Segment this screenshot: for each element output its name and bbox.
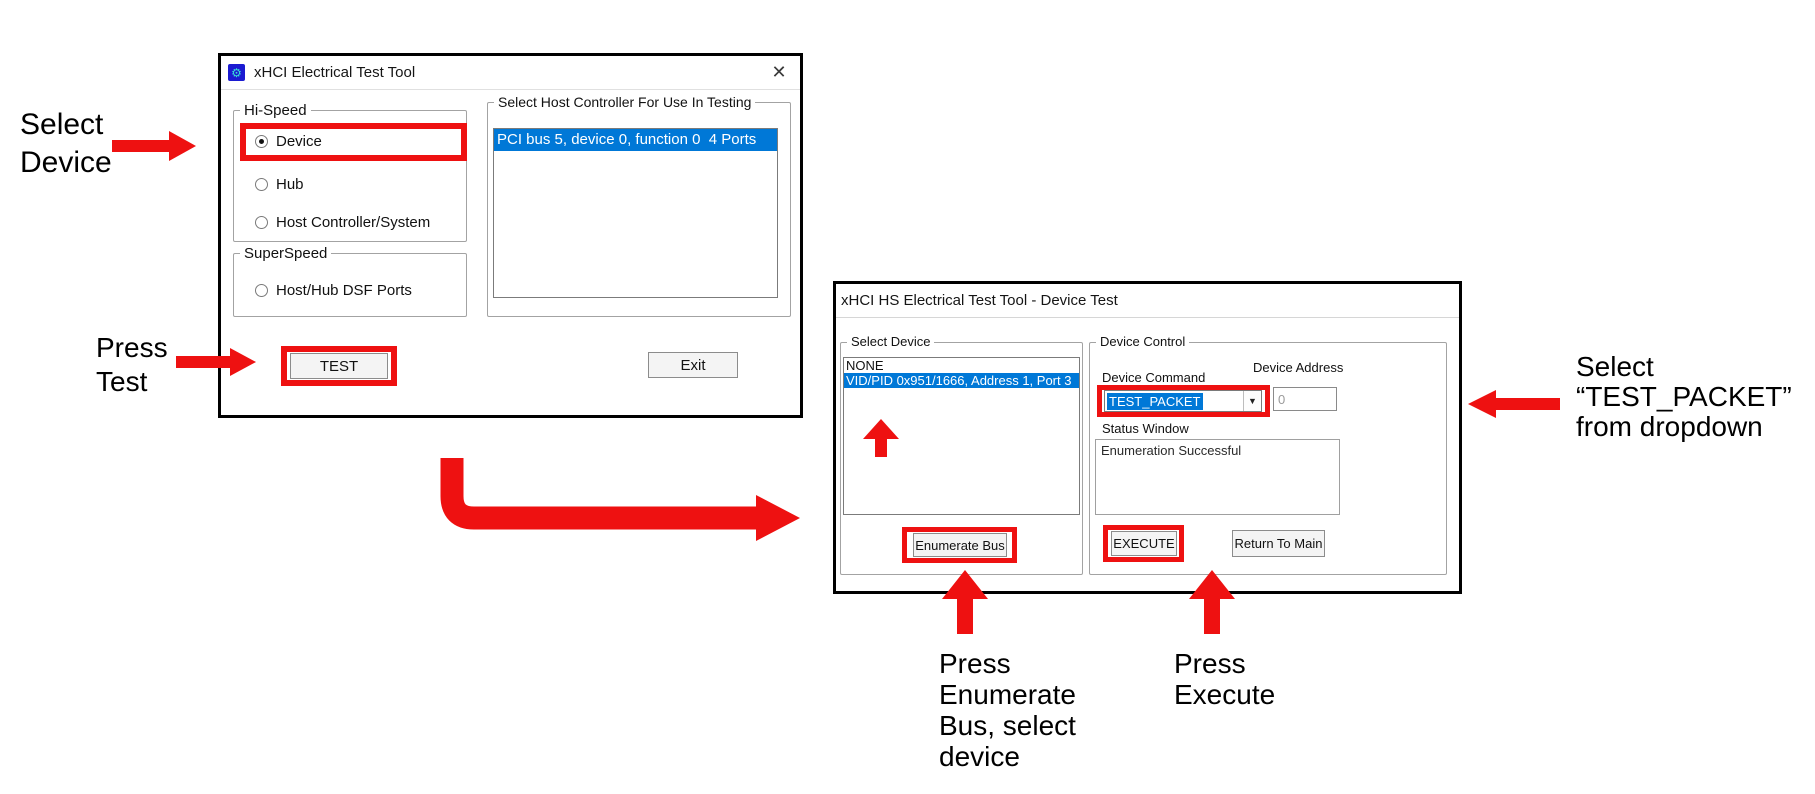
group-device-control: Device Control — [1089, 334, 1447, 575]
radio-device-circle — [255, 134, 268, 148]
group-super-speed: SuperSpeed — [233, 245, 467, 317]
dropdown-arrow-icon[interactable]: ▼ — [1243, 391, 1261, 411]
group-device-control-label: Device Control — [1096, 334, 1190, 349]
group-hi-speed: Hi-Speed — [233, 102, 467, 242]
device-list-item-none[interactable]: NONE — [846, 358, 884, 373]
dialog2-titlebar: xHCI HS Electrical Test Tool - Device Te… — [836, 284, 1459, 317]
radio-hcs-circle — [255, 215, 268, 229]
test-button[interactable]: TEST — [290, 353, 388, 379]
annotation-press-enumerate: Press Enumerate Bus, select device — [939, 648, 1076, 772]
app-icon: ⚙ — [228, 64, 245, 81]
radio-device[interactable]: Device — [255, 132, 322, 150]
annotation-select-test-packet: Select “TEST_PACKET” from dropdown — [1576, 351, 1792, 442]
arrow-elbow-to-device-test-dialog — [425, 450, 810, 550]
group-super-speed-label: SuperSpeed — [240, 245, 332, 262]
status-window: Enumeration Successful — [1095, 439, 1340, 515]
device-command-label: Device Command — [1102, 370, 1206, 385]
host-controller-listbox: PCI bus 5, device 0, function 0 4 Ports — [493, 128, 778, 298]
radio-hub-circle — [255, 177, 268, 191]
device-listbox: NONE VID/PID 0x951/1666, Address 1, Port… — [843, 357, 1080, 515]
device-address-label: Device Address — [1253, 360, 1344, 375]
radio-hub-label: Hub — [276, 175, 304, 193]
radio-hub[interactable]: Hub — [255, 175, 304, 193]
device-command-dropdown[interactable]: TEST_PACKET ▼ — [1104, 390, 1262, 412]
host-controller-list-item[interactable]: PCI bus 5, device 0, function 0 4 Ports — [494, 129, 777, 151]
group-host-controller-label: Select Host Controller For Use In Testin… — [494, 94, 756, 110]
annotation-press-execute: Press Execute — [1174, 648, 1276, 710]
device-command-value: TEST_PACKET — [1107, 392, 1203, 410]
device-address-field[interactable]: 0 — [1273, 387, 1337, 411]
radio-hcs-label: Host Controller/System — [276, 213, 431, 231]
arrow-left-to-dropdown — [1468, 390, 1560, 418]
annotation-select-device: Select Device — [20, 108, 112, 179]
dialog-xhci-test-tool: ⚙ xHCI Electrical Test Tool ✕ Hi-Speed D… — [218, 53, 803, 418]
group-select-device-label: Select Device — [847, 334, 935, 349]
dialog2-title-separator — [836, 317, 1459, 318]
radio-dsf-label: Host/Hub DSF Ports — [276, 281, 412, 299]
radio-host-controller-system[interactable]: Host Controller/System — [255, 213, 431, 231]
radio-host-hub-dsf-ports[interactable]: Host/Hub DSF Ports — [255, 281, 412, 299]
status-window-label: Status Window — [1102, 421, 1189, 436]
annotation-press-test: Press Test — [96, 332, 168, 397]
dialog1-title: xHCI Electrical Test Tool — [254, 64, 416, 81]
group-host-controller: Select Host Controller For Use In Testin… — [487, 94, 791, 317]
radio-device-label: Device — [276, 132, 322, 150]
dialog1-titlebar: ⚙ xHCI Electrical Test Tool ✕ — [221, 56, 800, 89]
arrow-right-to-device-radio — [112, 131, 196, 161]
execute-button[interactable]: EXECUTE — [1111, 531, 1177, 556]
exit-button[interactable]: Exit — [648, 352, 738, 378]
group-hi-speed-label: Hi-Speed — [240, 102, 311, 119]
dialog-device-test: xHCI HS Electrical Test Tool - Device Te… — [833, 281, 1462, 594]
close-icon[interactable]: ✕ — [771, 61, 787, 82]
enumerate-bus-button[interactable]: Enumerate Bus — [913, 533, 1007, 557]
radio-dsf-circle — [255, 283, 268, 297]
return-to-main-button[interactable]: Return To Main — [1232, 530, 1325, 557]
device-list-item-vidpid[interactable]: VID/PID 0x951/1666, Address 1, Port 3 — [844, 373, 1079, 388]
dialog1-title-separator — [221, 89, 800, 90]
dialog2-title: xHCI HS Electrical Test Tool - Device Te… — [841, 292, 1118, 309]
